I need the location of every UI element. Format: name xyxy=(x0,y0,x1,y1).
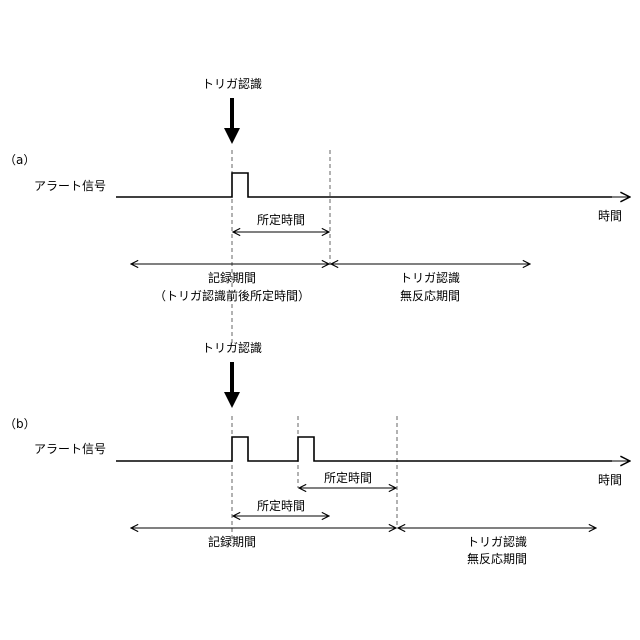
panel-b-no-response-label-line2: 無反応期間 xyxy=(467,551,527,566)
panel-a-trigger-arrow-head xyxy=(224,128,240,144)
panel-a: トリガ認識 （a） アラート信号 時間 所定時間 記録期間 （トリガ認識前後所定… xyxy=(4,76,630,346)
panel-b-time-axis-label: 時間 xyxy=(598,473,622,487)
panel-b-signal-label: アラート信号 xyxy=(34,442,106,456)
panel-a-no-response-label-line1: トリガ認識 xyxy=(400,270,460,285)
panel-a-recording-period-note: （トリガ認識前後所定時間） xyxy=(154,288,310,303)
panel-a-signal-label: アラート信号 xyxy=(34,179,106,193)
panel-b-no-response-label-line1: トリガ認識 xyxy=(467,534,527,549)
panel-b-predetermined-time-label-2: 所定時間 xyxy=(324,470,372,485)
panel-b-trigger-label: トリガ認識 xyxy=(202,340,262,355)
panel-a-recording-period-label: 記録期間 xyxy=(208,270,256,285)
panel-a-trigger-label: トリガ認識 xyxy=(202,76,262,91)
panel-b-label: （b） xyxy=(4,417,36,431)
panel-b-alert-waveform xyxy=(116,437,612,461)
panel-a-label: （a） xyxy=(4,153,35,167)
panel-a-predetermined-time-label: 所定時間 xyxy=(257,212,305,227)
panel-a-time-axis-label: 時間 xyxy=(598,209,622,223)
panel-b-recording-period-label: 記録期間 xyxy=(208,534,256,549)
panel-b-predetermined-time-label-1: 所定時間 xyxy=(257,498,305,513)
panel-b: トリガ認識 （b） アラート信号 時間 所定時間 所定時間 記録期間 トリガ認識… xyxy=(4,340,630,566)
panel-a-no-response-label-line2: 無反応期間 xyxy=(400,288,460,303)
panel-a-alert-waveform xyxy=(116,173,612,197)
panel-b-trigger-arrow-head xyxy=(224,392,240,408)
